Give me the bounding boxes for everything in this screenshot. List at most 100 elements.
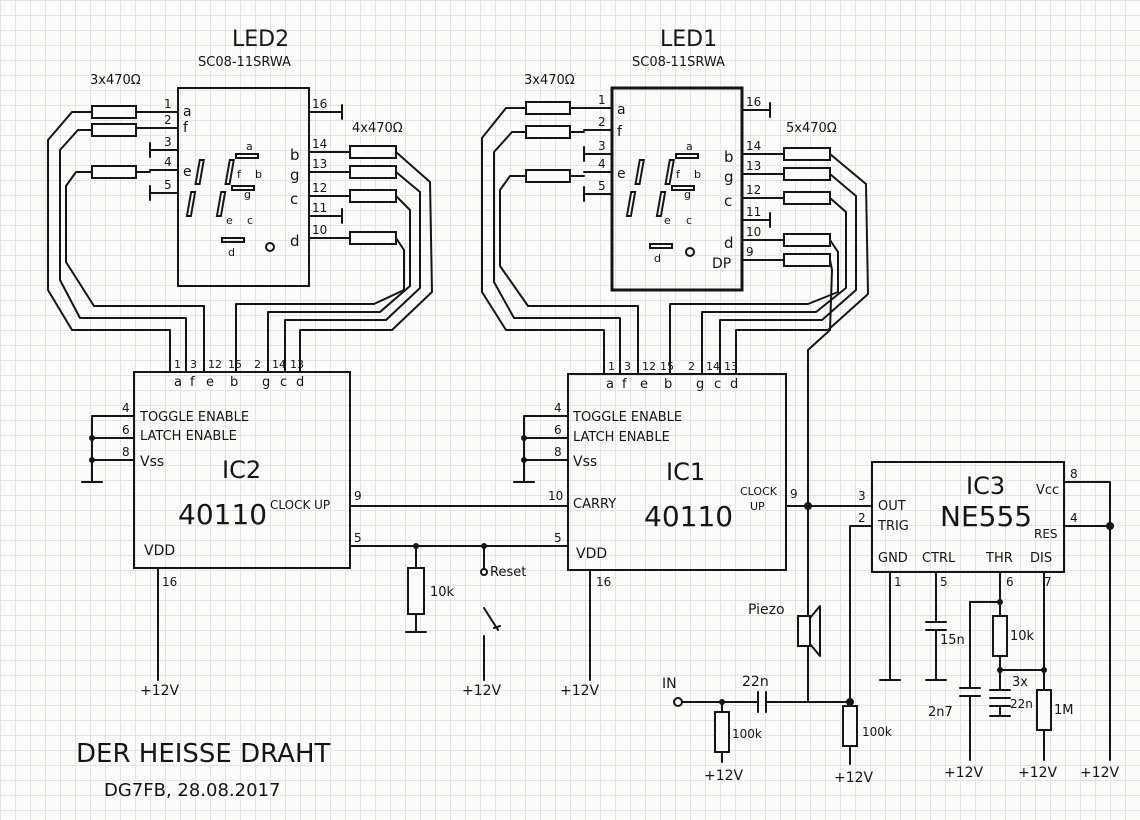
ic1-carry-label: CARRY bbox=[573, 497, 616, 512]
led2-res-left-label: 3x470Ω bbox=[90, 73, 141, 88]
trigger-input: IN 22n 100k +12V 100k +12V bbox=[662, 525, 892, 786]
led1-pin-13: 13 bbox=[746, 159, 761, 173]
cap-supply: +12V bbox=[944, 765, 984, 781]
ic1-clock-label: CLOCK bbox=[740, 485, 778, 498]
led2-left-pins: 1 2 3 4 5 a f e bbox=[149, 97, 192, 201]
led1-res-left-label: 3x470Ω bbox=[524, 73, 575, 88]
reset-label: Reset bbox=[490, 565, 526, 580]
trigger-supply: +12V bbox=[834, 770, 874, 786]
led2-pin-3: 3 bbox=[164, 135, 172, 149]
ic2-part: 40110 bbox=[178, 498, 267, 531]
led2-seg-b-label: b bbox=[290, 146, 300, 164]
ic3-res-label: RES bbox=[1034, 527, 1058, 541]
ic1-supply: +12V bbox=[560, 683, 600, 699]
ic1-vdd-label: VDD bbox=[576, 546, 607, 562]
ic1-top-pins: 1 3 12 15 2 14 13 a f e b g c d bbox=[603, 359, 738, 392]
led1-pin-10: 10 bbox=[746, 225, 761, 239]
ic3-ne555: IC3 NE555 OUT TRIG Vcc RES GND CTRL THR … bbox=[858, 461, 1120, 781]
led1-pin-2: 2 bbox=[598, 115, 606, 129]
led2-pin-5: 5 bbox=[164, 178, 172, 192]
ic2-bus-pin-12: 12 bbox=[208, 358, 222, 371]
ic2-bus-pin-13: 13 bbox=[290, 358, 304, 371]
ic1-toggle-label: TOGGLE ENABLE bbox=[572, 410, 682, 425]
pulldown-value: 10k bbox=[430, 585, 455, 600]
svg-text:d: d bbox=[228, 246, 235, 259]
ic2-seg-a: a bbox=[174, 375, 182, 390]
led1-resistor-a bbox=[525, 101, 571, 115]
cap-22n-value: 22n bbox=[1010, 697, 1033, 711]
led2-seg-e-label: e bbox=[183, 164, 192, 180]
ic1-bus-pin-3: 3 bbox=[624, 360, 631, 373]
trigger-resistor-100k bbox=[842, 705, 858, 747]
ic3-name: IC3 bbox=[966, 472, 1005, 500]
ic2-pin-8: 8 bbox=[122, 445, 130, 459]
led2-resistor-f bbox=[91, 123, 137, 137]
led1-body bbox=[610, 86, 744, 292]
svg-text:b: b bbox=[694, 168, 701, 181]
led1-seg-a-label: a bbox=[617, 102, 626, 118]
ic3-pin-3: 3 bbox=[858, 489, 866, 503]
led2-pin-13: 13 bbox=[312, 157, 327, 171]
led1-pin-11: 11 bbox=[746, 205, 761, 219]
ic3-vcc-label: Vcc bbox=[1036, 483, 1059, 498]
svg-text:c: c bbox=[247, 214, 253, 227]
led1-res-right-label: 5x470Ω bbox=[786, 121, 837, 136]
ic3-out-label: OUT bbox=[878, 499, 906, 514]
ic2-seg-d: d bbox=[296, 375, 304, 390]
ic2-clock-label: CLOCK UP bbox=[270, 498, 330, 512]
ic1-latch-label: LATCH ENABLE bbox=[573, 430, 670, 445]
cap-3x-label: 3x bbox=[1012, 675, 1028, 690]
ic3-trig-label: TRIG bbox=[877, 519, 909, 534]
ic1-seg-g: g bbox=[696, 377, 704, 392]
led2-seg-g-label: g bbox=[290, 166, 300, 184]
led2-segment-glyph: a f b g e c d bbox=[185, 140, 275, 259]
led1-pin-1: 1 bbox=[598, 93, 606, 107]
timing-resistor-1m-value: 1M bbox=[1054, 703, 1074, 718]
ic1-bus-pin-15: 15 bbox=[660, 360, 674, 373]
ic2-pin-9: 9 bbox=[354, 489, 362, 503]
led2-pin-10: 10 bbox=[312, 223, 327, 237]
ic1-pin-6: 6 bbox=[554, 423, 562, 437]
led2-body bbox=[177, 87, 310, 287]
ic2-name: IC2 bbox=[222, 456, 261, 484]
ic2-seg-b: b bbox=[230, 375, 238, 390]
led2-right-pins: 16 14 13 12 11 10 b g c d bbox=[290, 97, 351, 250]
led1-seg-b-label: b bbox=[724, 148, 734, 166]
led1-seg-g-label: g bbox=[724, 168, 734, 186]
ic1-part: 40110 bbox=[644, 500, 733, 533]
ic1-vss-label: Vss bbox=[573, 454, 597, 470]
ic-interconnect: 10k Reset +12V bbox=[349, 505, 569, 699]
timing-resistor-1m bbox=[1036, 689, 1052, 731]
pulldown-resistor bbox=[407, 567, 425, 615]
led2-pin-4: 4 bbox=[164, 155, 172, 169]
led1-right-pins: 16 14 13 12 11 10 9 b g c d DP bbox=[712, 95, 785, 272]
ic1-body bbox=[567, 373, 787, 571]
ic2-bus-pin-1: 1 bbox=[174, 358, 181, 371]
input-resistor-100k bbox=[714, 711, 730, 753]
led2-seg-d-label: d bbox=[290, 232, 300, 250]
led1-part: SC08-11SRWA bbox=[632, 55, 725, 70]
ic2-bus-pin-3: 3 bbox=[190, 358, 197, 371]
piezo-body bbox=[797, 615, 811, 647]
ic2-top-pins: 1 3 12 15 2 14 13 a f e b g c d bbox=[169, 358, 304, 390]
svg-text:a: a bbox=[246, 140, 253, 153]
ic1-seg-a: a bbox=[606, 377, 614, 392]
trigger-resistor-value: 100k bbox=[862, 725, 892, 739]
led1-resistor-f bbox=[525, 125, 571, 139]
ic3-pin-8: 8 bbox=[1070, 467, 1078, 481]
ic2-40110: IC2 40110 TOGGLE ENABLE LATCH ENABLE Vss… bbox=[81, 358, 362, 699]
ic1-pin-10: 10 bbox=[548, 489, 563, 503]
ic3-pin-2: 2 bbox=[858, 511, 866, 525]
svg-text:d: d bbox=[654, 252, 661, 265]
led2-part: SC08-11SRWA bbox=[198, 55, 291, 70]
drawing-signature: DG7FB, 28.08.2017 bbox=[104, 780, 280, 801]
ctrl-cap-value: 15n bbox=[940, 633, 965, 648]
ic1-bus-pin-1: 1 bbox=[608, 360, 615, 373]
led1-resistor-b bbox=[783, 147, 831, 161]
led2-resistor-c bbox=[349, 189, 397, 203]
led1-pin-16: 16 bbox=[746, 95, 761, 109]
ic3-part: NE555 bbox=[940, 500, 1032, 533]
r1m-supply: +12V bbox=[1018, 765, 1058, 781]
ic2-pin-6: 6 bbox=[122, 423, 130, 437]
